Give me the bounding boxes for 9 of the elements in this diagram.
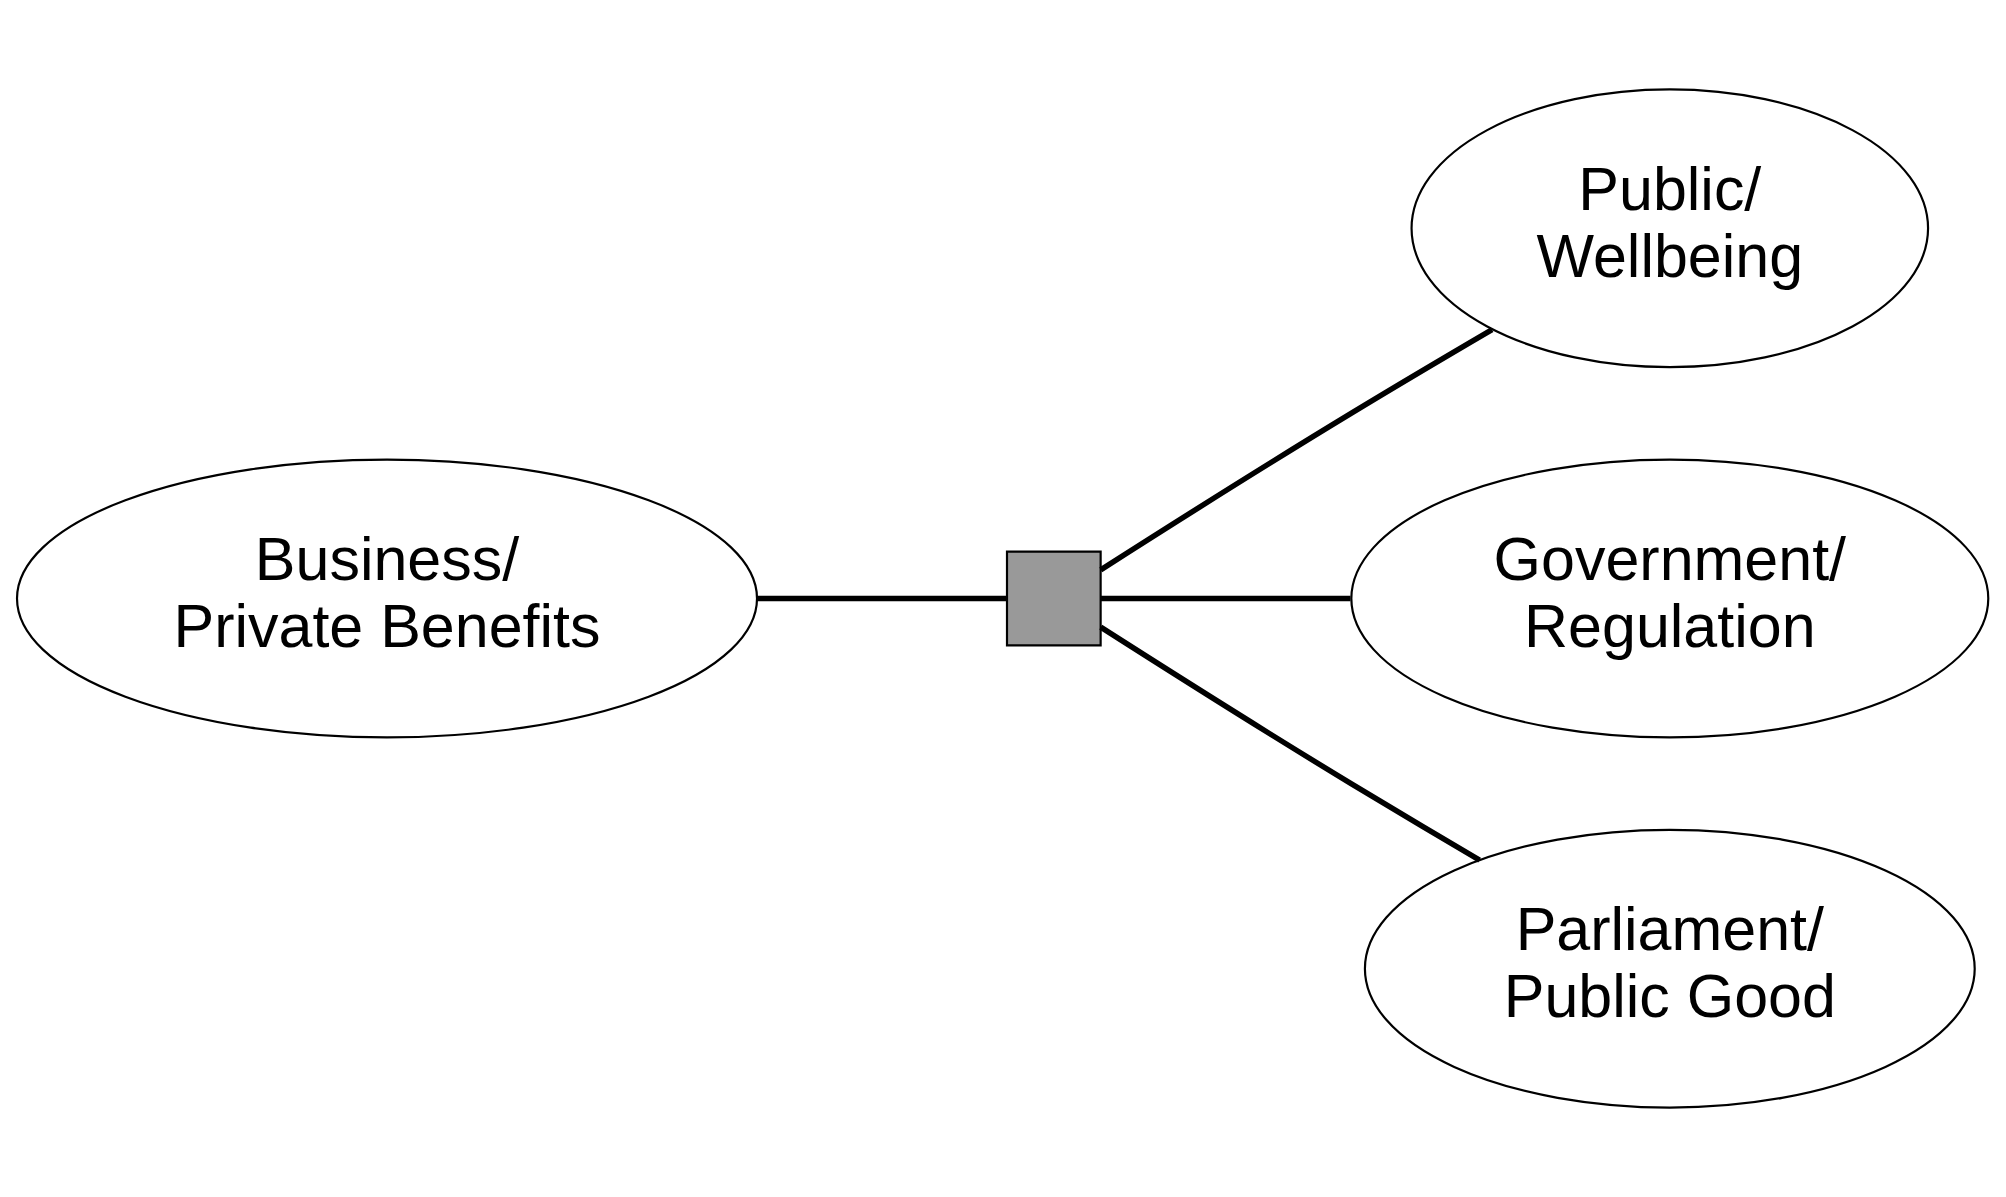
node-ellipse: Business/ Private Benefits xyxy=(15,458,759,739)
node-ellipse: Public/ Wellbeing xyxy=(1410,88,1930,369)
connector xyxy=(1099,327,1494,573)
connector xyxy=(1100,595,1351,602)
connector xyxy=(1099,624,1481,863)
node-ellipse: Government/ Regulation xyxy=(1350,458,1990,739)
node-ellipse: Parliament/ Public Good xyxy=(1363,828,1976,1109)
connector xyxy=(757,595,1007,602)
node-box xyxy=(1005,550,1102,647)
